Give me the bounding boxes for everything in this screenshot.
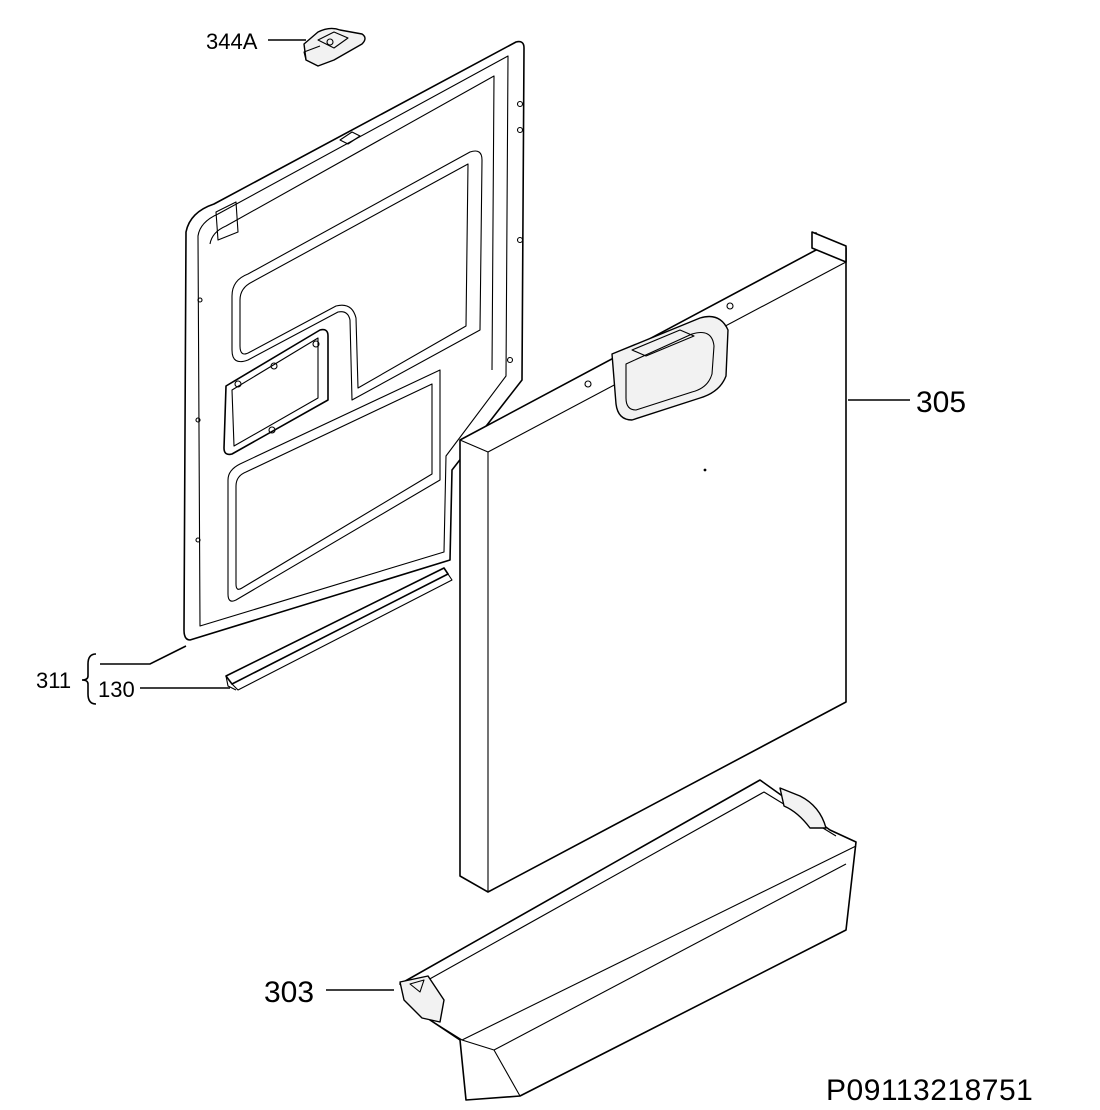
- inner-door-panel: [183, 40, 525, 641]
- label-311: 311: [36, 668, 71, 693]
- leader-311: [100, 645, 187, 665]
- drawing-code: P09113218751: [826, 1074, 1033, 1107]
- label-305: 305: [916, 386, 966, 419]
- outer-door-panel: [459, 231, 847, 893]
- label-130: 130: [98, 677, 135, 702]
- kick-plate: [399, 779, 857, 1101]
- label-344a: 344A: [206, 29, 258, 54]
- hinge-part: [303, 27, 366, 67]
- door-seal-strip: [225, 567, 453, 691]
- label-303: 303: [264, 976, 314, 1009]
- bracket-311: [81, 653, 97, 705]
